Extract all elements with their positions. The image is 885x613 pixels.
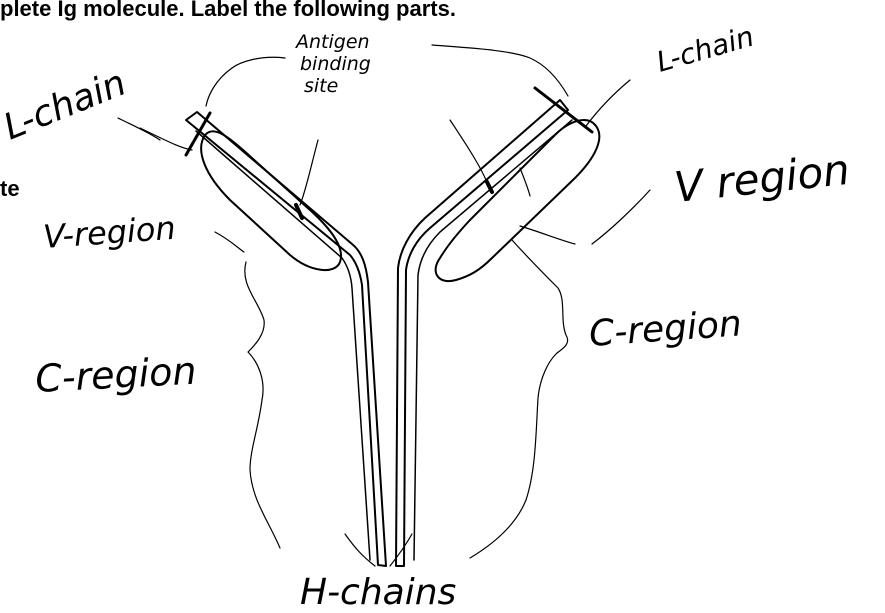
right-heavy-chain	[396, 100, 568, 566]
left-light-chain	[201, 131, 341, 270]
antigen-label-line-2: binding	[300, 53, 371, 75]
l-chain-left-label: L-chain	[0, 62, 132, 148]
l-chain-end-marks	[186, 88, 592, 155]
antigen-label-line-3: site	[304, 75, 338, 97]
c-region-left-label: C-region	[34, 349, 197, 401]
l-chain-left-pointer	[140, 128, 192, 150]
c-region-right-pointer	[520, 226, 575, 244]
antigen-site-pointer-line-to-left-tip	[206, 68, 232, 106]
antigen-site-pointer-right	[432, 45, 568, 96]
c-region-left-brace	[245, 262, 280, 548]
antigen-site-pointer-to-marker	[300, 140, 318, 205]
v-region-left-label: V-region	[42, 209, 177, 256]
antigen-site-pointer-left	[232, 57, 285, 68]
sketch-line-left-arm	[118, 118, 160, 140]
antigen-label-line-1: Antigen	[294, 31, 370, 53]
sketch-line-right-arm	[520, 168, 530, 196]
heavy-chains	[186, 100, 572, 566]
h-chains-pointer-right	[390, 534, 412, 566]
v-region-right-pointer	[592, 190, 650, 244]
h-chains-pointer-left	[345, 534, 375, 566]
v-region-left-pointer	[215, 232, 244, 252]
h-chains-label: H-chains	[300, 572, 456, 613]
left-heavy-chain-inner	[196, 131, 370, 560]
l-chain-right-pointer	[586, 80, 630, 126]
c-region-right-brace	[470, 240, 568, 558]
antigen-binding-site-label: Antigen binding site	[294, 31, 371, 97]
l-chain-right-label: L-chain	[653, 20, 758, 79]
right-light-chain	[436, 120, 600, 281]
right-heavy-chain-inner	[414, 120, 572, 560]
v-region-right-label: V region	[672, 145, 852, 212]
right-l-chain-end-mark	[535, 88, 592, 132]
left-junction-mark	[296, 205, 302, 218]
c-region-right-label: C-region	[588, 303, 743, 355]
